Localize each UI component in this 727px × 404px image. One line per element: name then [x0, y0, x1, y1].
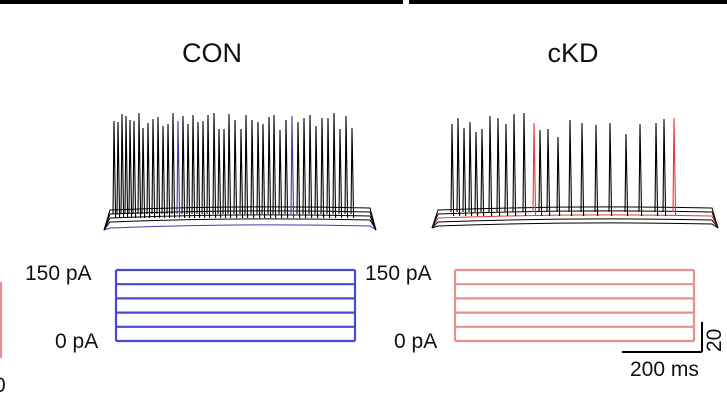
panel1-spike-7 — [496, 117, 501, 217]
panel0-spike-20 — [206, 114, 211, 219]
panel1-spike-16 — [580, 122, 585, 217]
panel0-spike-31 — [267, 116, 272, 219]
ckd-label-0pa: 0 pA — [394, 330, 438, 353]
con-label-0pa: 0 pA — [55, 330, 99, 353]
panel0-spike-41 — [326, 117, 331, 219]
panel0-spike-14 — [176, 120, 181, 219]
ckd-title: cKD — [547, 38, 599, 68]
panel0-spike-17 — [191, 114, 196, 219]
panel0-spike-0 — [112, 120, 117, 219]
panel0-spike-5 — [132, 120, 137, 219]
con-label-150pa: 150 pA — [25, 262, 92, 285]
panel0-spike-4 — [128, 119, 133, 219]
ckd-label-150pa: 150 pA — [365, 262, 432, 285]
panel1-spike-23 — [672, 117, 677, 217]
panel1-spike-11 — [532, 122, 537, 217]
panel0-spike-42 — [332, 112, 337, 219]
panel1-spike-10 — [522, 112, 527, 217]
panel1-spike-5 — [480, 128, 485, 217]
panel0-spike-39 — [314, 125, 319, 219]
panel1-spike-22 — [662, 118, 667, 217]
panel1-trace-4 — [431, 206, 719, 229]
panel0-spike-9 — [151, 118, 156, 219]
panel0-spike-25 — [233, 119, 238, 219]
con-title: CON — [182, 38, 242, 68]
panel0-spike-19 — [201, 120, 206, 219]
top-border-right — [409, 0, 727, 4]
panel0-spike-21 — [212, 112, 217, 219]
scale-voltage-label: 20 mV — [703, 328, 726, 352]
panel1-spike-4 — [474, 131, 479, 217]
panel0-spike-16 — [186, 123, 191, 219]
panel1-trace-2 — [431, 214, 719, 229]
panel0-spike-1 — [116, 121, 121, 219]
panel1-spike-12 — [538, 129, 543, 217]
panel0-spike-15 — [181, 115, 186, 219]
panel1-spike-15 — [568, 119, 573, 217]
panel0-spike-10 — [156, 116, 161, 219]
panel0-spike-22 — [217, 128, 222, 219]
panel0-spike-8 — [146, 122, 151, 219]
panel0-spike-43 — [338, 128, 343, 219]
panel0-spike-6 — [137, 112, 142, 219]
panel0-spike-2 — [120, 113, 125, 219]
panel0-spike-29 — [256, 121, 261, 219]
panel0-spike-27 — [244, 114, 249, 219]
left-edge-fragment: 0 — [0, 374, 6, 398]
panel0-trace-0 — [103, 224, 377, 231]
panel0-spike-33 — [278, 129, 283, 219]
panel1-spike-2 — [462, 127, 467, 217]
panel0-spike-40 — [320, 117, 325, 219]
panel0-spike-23 — [222, 128, 227, 219]
panel0-spike-35 — [290, 115, 295, 219]
panel1-spike-18 — [608, 122, 613, 217]
panel1-spike-0 — [450, 123, 455, 217]
panel0-spike-24 — [227, 113, 232, 219]
panel0-spike-38 — [308, 114, 313, 219]
panel0-spike-37 — [302, 117, 307, 219]
panel1-trace-3 — [431, 210, 719, 229]
panel1-spike-8 — [504, 123, 509, 217]
panel0-spike-7 — [141, 127, 146, 219]
panel0-spike-30 — [261, 123, 266, 219]
panel0-spike-3 — [124, 115, 129, 219]
panel0-spike-13 — [171, 112, 176, 219]
panel0-spike-36 — [296, 121, 301, 219]
panel0-trace-1 — [103, 218, 377, 231]
panel1-trace-0 — [431, 222, 719, 229]
panel1-trace-1 — [431, 218, 719, 229]
scale-time-label: 200 ms — [630, 358, 699, 381]
panel0-spike-44 — [344, 115, 349, 219]
panel0-spike-11 — [161, 125, 166, 219]
panel1-spike-20 — [638, 123, 643, 217]
panel1-spike-9 — [512, 113, 517, 217]
panel1-spike-14 — [556, 136, 561, 217]
panel0-spike-32 — [272, 114, 277, 219]
panel0-spike-26 — [239, 128, 244, 219]
panel1-spike-21 — [654, 122, 659, 217]
panel0-spike-34 — [284, 119, 289, 219]
panel0-spike-45 — [350, 127, 355, 219]
panel0-spike-28 — [250, 119, 255, 219]
panel0-spike-12 — [166, 123, 171, 219]
panel1-spike-13 — [546, 128, 551, 217]
panel0-spike-18 — [196, 121, 201, 219]
top-border-left — [0, 0, 403, 4]
panel1-spike-19 — [624, 133, 629, 217]
panel1-spike-17 — [594, 124, 599, 217]
panel1-spike-1 — [456, 117, 461, 217]
panel1-spike-6 — [488, 115, 493, 217]
panel1-spike-3 — [468, 121, 473, 217]
